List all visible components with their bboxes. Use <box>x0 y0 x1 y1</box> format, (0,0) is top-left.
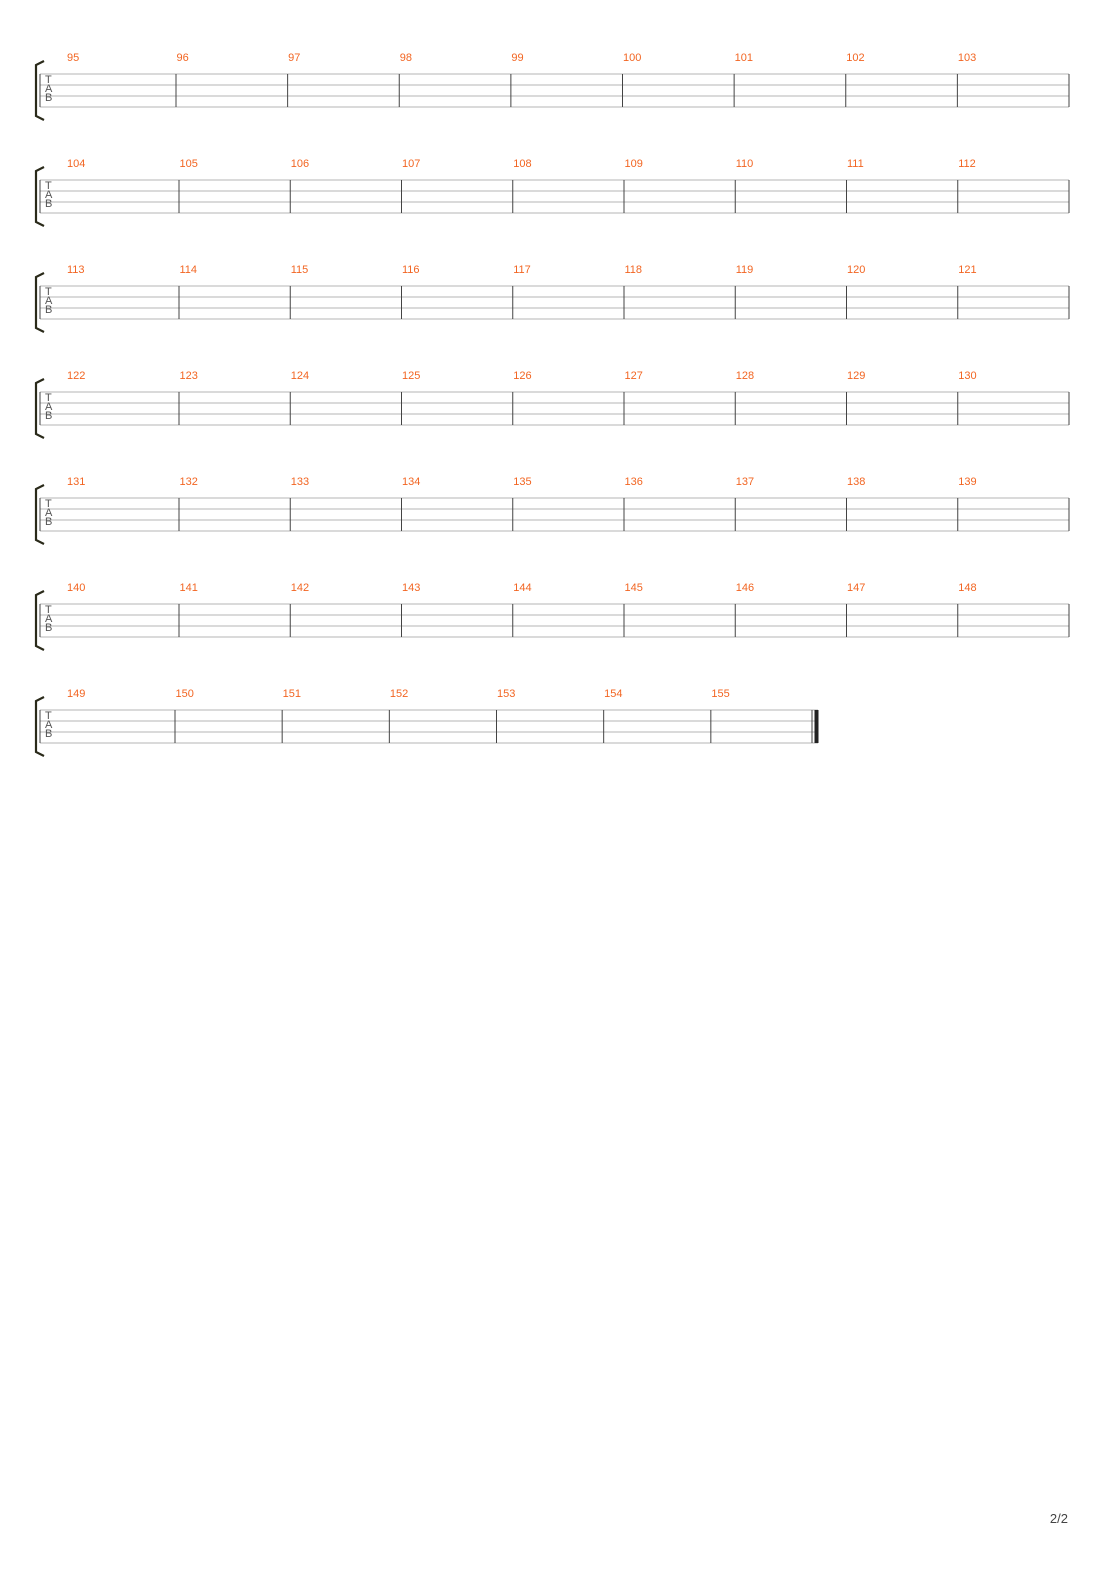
measure-number: 149 <box>67 688 85 700</box>
tab-clef-letter: T <box>45 180 52 192</box>
measure-number: 112 <box>958 158 976 170</box>
measure-number: 95 <box>67 52 79 64</box>
measure-number: 152 <box>390 688 408 700</box>
system-bracket <box>34 696 45 757</box>
measure-number: 118 <box>625 264 643 276</box>
measure-number: 104 <box>67 158 85 170</box>
tab-clef-letter: T <box>45 74 52 86</box>
measure-number: 114 <box>180 264 198 276</box>
measure-number: 143 <box>402 582 420 594</box>
measure-number: 96 <box>177 52 189 64</box>
tab-system: TAB 131 132 133 134 135 136 137 138 139 <box>34 476 1070 545</box>
measure-number: 108 <box>513 158 531 170</box>
measure-number: 99 <box>511 52 523 64</box>
tab-clef-letter: T <box>45 392 52 404</box>
measure-number: 120 <box>847 264 865 276</box>
measure-number: 107 <box>402 158 420 170</box>
measure-number: 128 <box>736 370 754 382</box>
tab-clef-letter: T <box>45 710 52 722</box>
measure-number: 106 <box>291 158 309 170</box>
system-bracket <box>34 484 45 545</box>
measure-number: 115 <box>291 264 309 276</box>
system-bracket <box>34 272 45 333</box>
tab-clef-letter: A <box>45 719 53 731</box>
measure-number: 131 <box>67 476 85 488</box>
tab-clef-letter: A <box>45 401 53 413</box>
measure-number: 122 <box>67 370 85 382</box>
tab-system: TAB 149 150 151 152 153 154 155 <box>34 688 819 757</box>
system-bracket <box>34 378 45 439</box>
system-bracket <box>34 166 45 227</box>
measure-number: 150 <box>176 688 194 700</box>
measure-number: 137 <box>736 476 754 488</box>
measure-number: 111 <box>847 158 864 170</box>
measure-number: 113 <box>67 264 85 276</box>
measure-number: 117 <box>513 264 531 276</box>
tab-clef-letter: T <box>45 286 52 298</box>
measure-number: 126 <box>513 370 531 382</box>
measure-number: 100 <box>623 52 641 64</box>
measure-number: 139 <box>958 476 976 488</box>
measure-number: 138 <box>847 476 865 488</box>
measure-number: 127 <box>625 370 643 382</box>
measure-number: 103 <box>958 52 976 64</box>
tab-clef-letter: A <box>45 189 53 201</box>
measure-number: 147 <box>847 582 865 594</box>
measure-number: 102 <box>846 52 864 64</box>
measure-number: 101 <box>735 52 753 64</box>
system-bracket <box>34 60 45 121</box>
measure-number: 110 <box>736 158 754 170</box>
measure-number: 119 <box>736 264 754 276</box>
measure-number: 134 <box>402 476 420 488</box>
measure-number: 132 <box>180 476 198 488</box>
measure-number: 146 <box>736 582 754 594</box>
measure-number: 133 <box>291 476 309 488</box>
measure-number: 142 <box>291 582 309 594</box>
tab-system: TAB 113 114 115 116 117 118 119 120 121 <box>34 264 1070 333</box>
system-bracket <box>34 590 45 651</box>
measure-number: 129 <box>847 370 865 382</box>
tab-clef-letter: B <box>45 92 52 104</box>
tab-clef-letter: A <box>45 83 53 95</box>
measure-number: 109 <box>625 158 643 170</box>
tab-system: TAB 122 123 124 125 126 127 128 129 130 <box>34 370 1070 439</box>
measure-number: 130 <box>958 370 976 382</box>
tab-clef-letter: B <box>45 304 52 316</box>
measure-number: 154 <box>604 688 622 700</box>
tab-system: TAB 104 105 106 107 108 109 110 111 112 <box>34 158 1070 227</box>
measure-number: 98 <box>400 52 412 64</box>
measure-number: 124 <box>291 370 309 382</box>
tab-clef-letter: A <box>45 507 53 519</box>
measure-number: 105 <box>180 158 198 170</box>
tab-clef-letter: A <box>45 613 53 625</box>
measure-number: 125 <box>402 370 420 382</box>
tab-clef-letter: B <box>45 198 52 210</box>
tab-clef-letter: B <box>45 622 52 634</box>
tab-clef-letter: B <box>45 410 52 422</box>
measure-number: 123 <box>180 370 198 382</box>
measure-number: 140 <box>67 582 85 594</box>
measure-number: 145 <box>625 582 643 594</box>
measure-number: 141 <box>180 582 198 594</box>
tab-system: TAB 140 141 142 143 144 145 146 147 148 <box>34 582 1070 651</box>
measure-number: 148 <box>958 582 976 594</box>
tab-clef-letter: B <box>45 728 52 740</box>
measure-number: 136 <box>625 476 643 488</box>
measure-number: 135 <box>513 476 531 488</box>
page-number: 2/2 <box>1049 1511 1068 1526</box>
tab-system: TAB 95 96 97 98 99 100 101 102 103 <box>34 52 1070 121</box>
measure-number: 153 <box>497 688 515 700</box>
measure-number: 116 <box>402 264 420 276</box>
measure-number: 144 <box>513 582 531 594</box>
tab-clef-letter: A <box>45 295 53 307</box>
measure-number: 121 <box>958 264 976 276</box>
measure-number: 151 <box>283 688 301 700</box>
measure-number: 155 <box>711 688 729 700</box>
measure-number: 97 <box>288 52 300 64</box>
tab-clef-letter: T <box>45 604 52 616</box>
tab-clef-letter: T <box>45 498 52 510</box>
tab-clef-letter: B <box>45 516 52 528</box>
